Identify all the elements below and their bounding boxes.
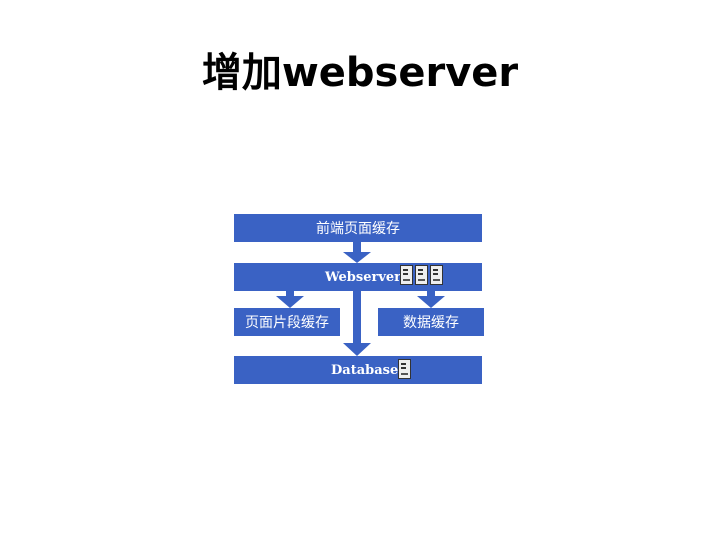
page-title: 增加webserver [201, 50, 519, 96]
data-cache-label: 数据缓存 [403, 315, 459, 331]
front-page-cache-box: 前端页面缓存 [234, 214, 482, 242]
server-icon [415, 265, 428, 285]
database-label: Database [331, 362, 399, 378]
server-icon [430, 265, 443, 285]
arrow-front-to-webserver [343, 242, 371, 263]
server-icon [400, 265, 413, 285]
arrow-webserver-to-database [343, 291, 371, 356]
page-fragment-cache-label: 页面片段缓存 [245, 315, 329, 331]
database-box: Database [234, 356, 482, 384]
server-icon [398, 359, 411, 379]
arrow-webserver-to-fragment-cache [276, 291, 304, 308]
page-fragment-cache-box: 页面片段缓存 [234, 308, 340, 336]
data-cache-box: 数据缓存 [378, 308, 484, 336]
webserver-label: Webserver [325, 269, 402, 285]
arrow-webserver-to-data-cache [417, 291, 445, 308]
front-page-cache-label: 前端页面缓存 [316, 221, 400, 237]
